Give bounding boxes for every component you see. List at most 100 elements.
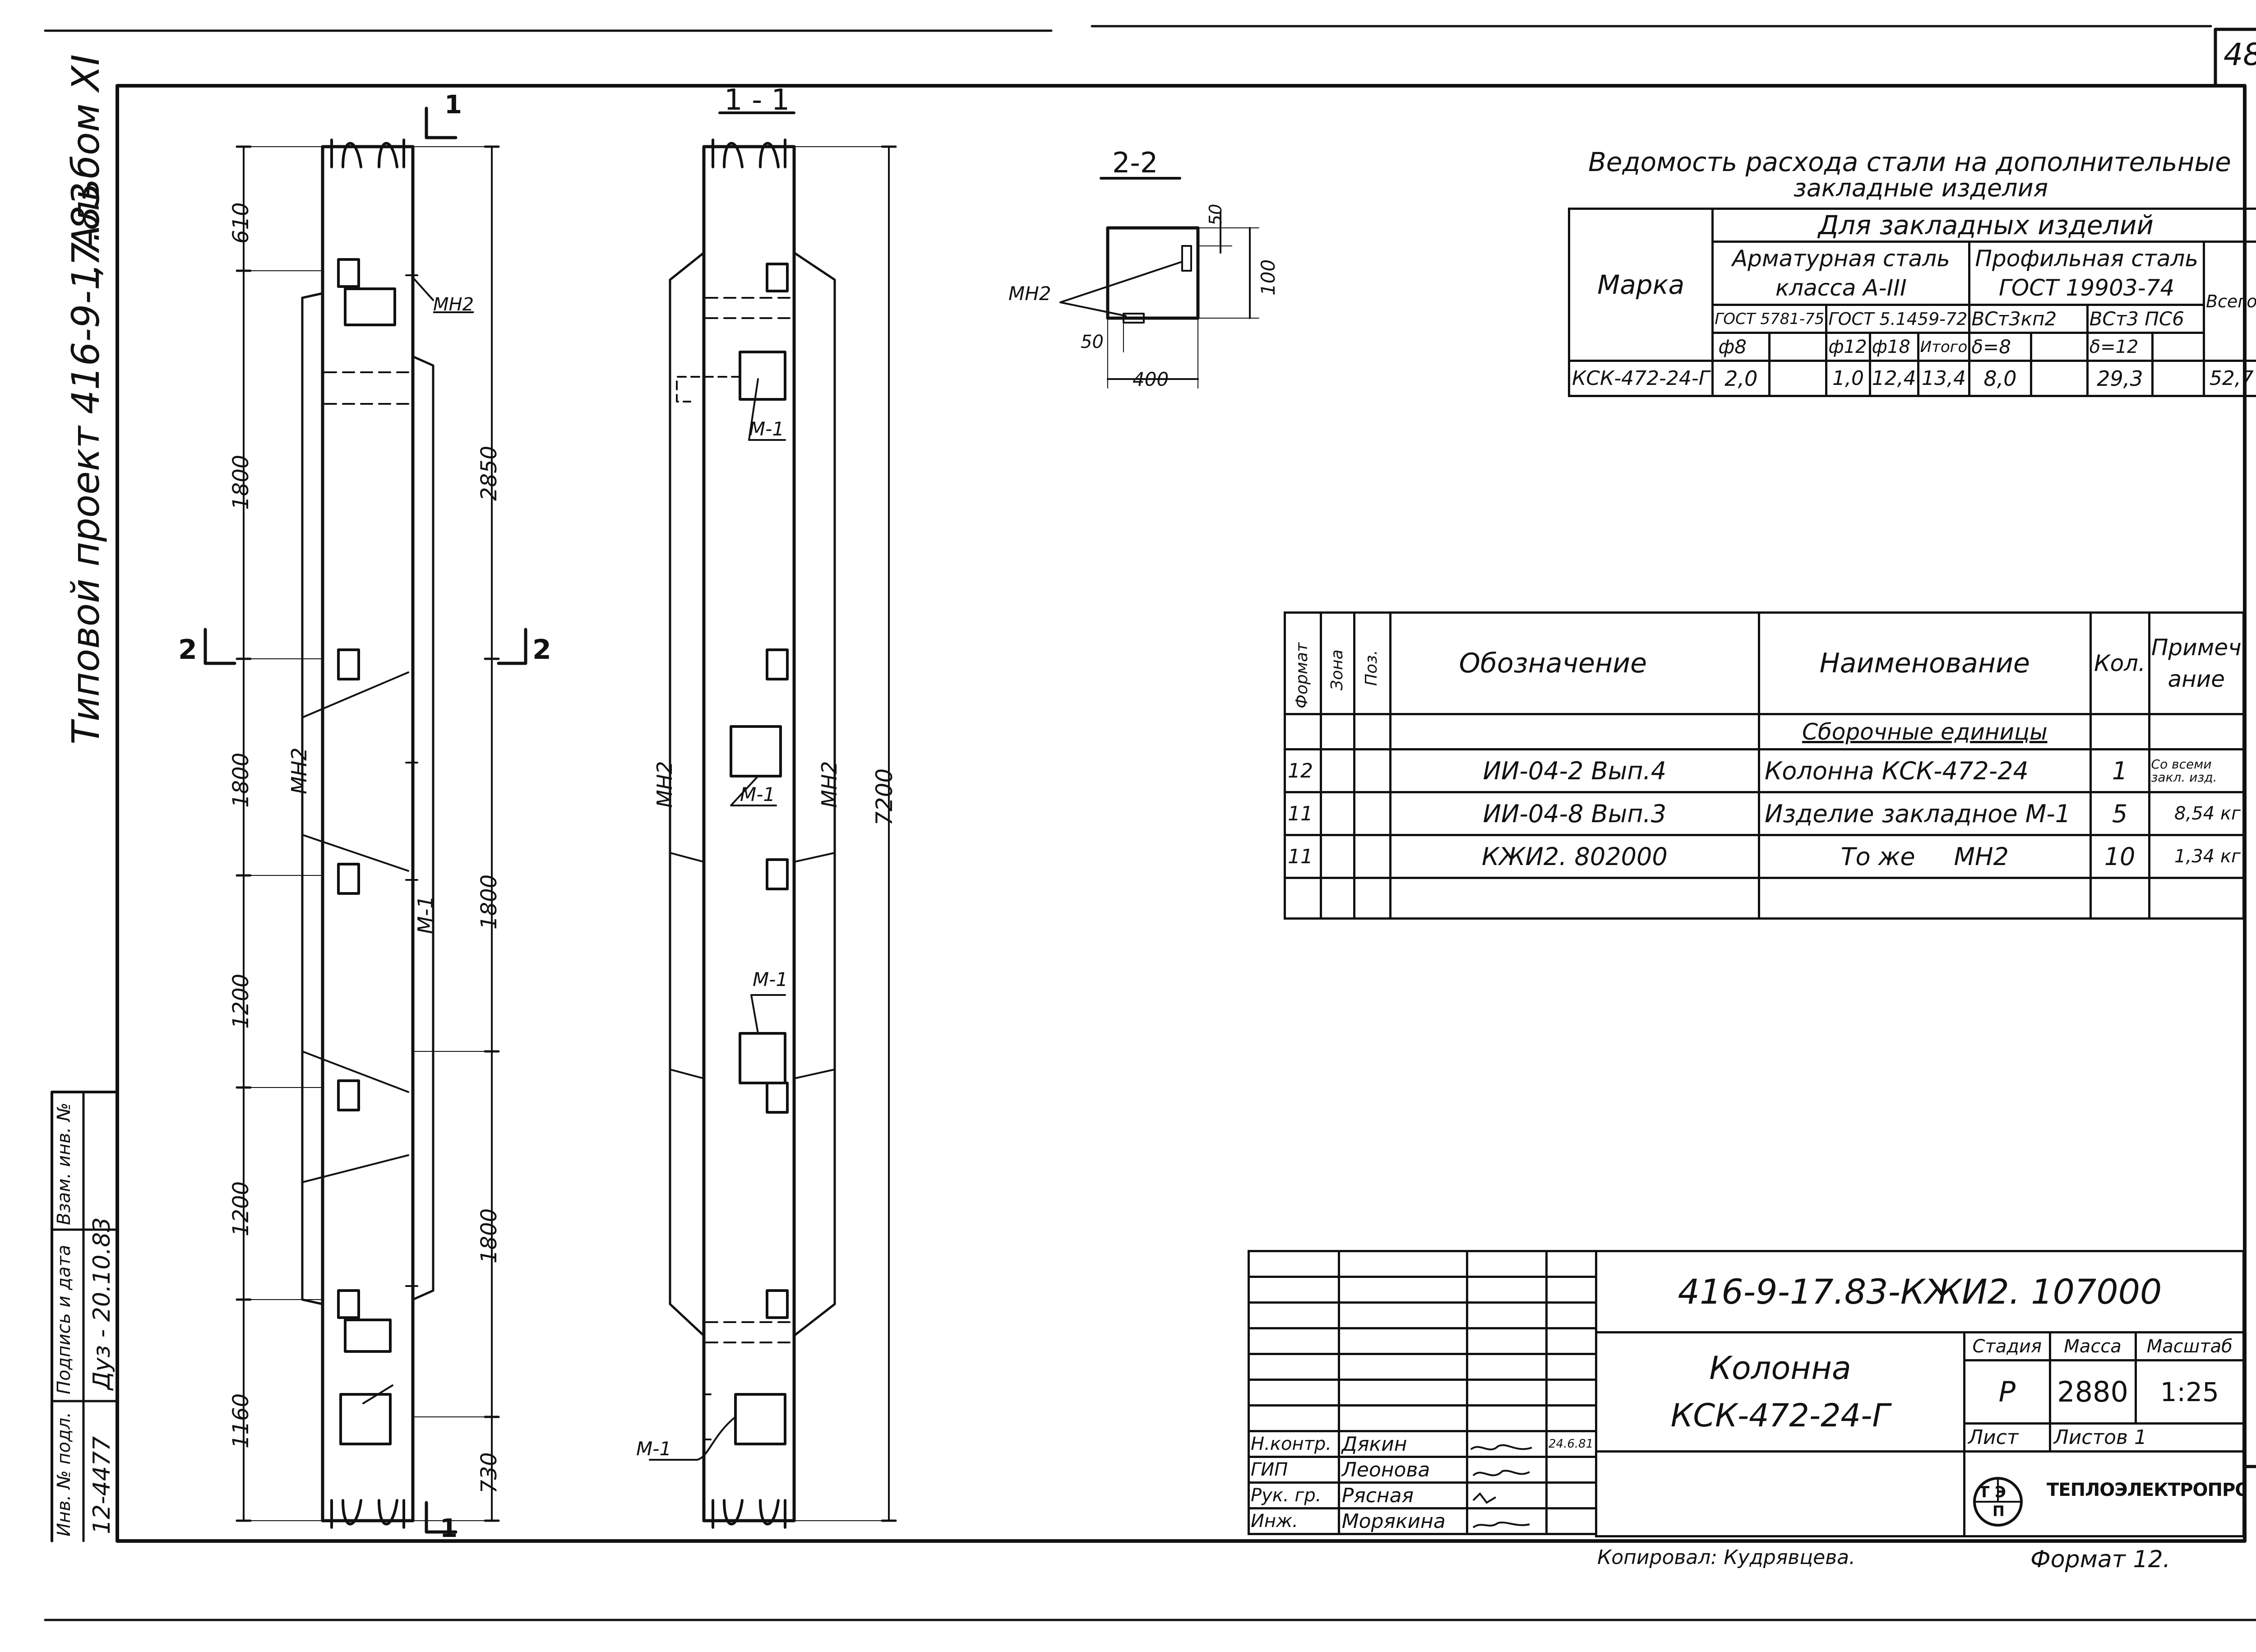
org-logo-icon-p: П: [1992, 1503, 2005, 1520]
dim-overall-7200: 7200: [871, 768, 897, 826]
stamp-label-inv: Инв. № подл.: [54, 1412, 74, 1536]
dim-left-1200-a: 1200: [228, 973, 254, 1029]
sig-role-3: Рук. гр.: [1248, 1481, 1340, 1509]
rebar-group-line2: класса А-III: [1775, 274, 1907, 301]
spec-header-zone-text: Зона: [1327, 649, 1346, 690]
front-label-mn2-side: МН2: [287, 747, 311, 794]
dim-left-1160: 1160: [228, 1393, 254, 1448]
stage-value: Р: [1963, 1359, 2051, 1425]
steel-consumption-table: Марка Для закладных изделий Арматурная с…: [1567, 208, 2256, 397]
dim-left-610: 610: [228, 202, 254, 244]
sig-name-3: Рясная: [1337, 1481, 1468, 1509]
dim-right-1800-a: 1800: [476, 874, 502, 930]
std-gost-5-1459: ГОСТ 5.1459-72: [1825, 304, 1971, 334]
org-name: ТЕПЛОЭЛЕКТРОПРОЕКТ: [2046, 1480, 2242, 1500]
size-1: ф8: [1711, 332, 1771, 362]
spec-row2-pos: [1353, 791, 1392, 836]
spec-header-pos: Поз.: [1353, 611, 1392, 715]
col-marka: Марка: [1567, 208, 1714, 362]
row-val-6: 8,0: [1968, 360, 2032, 397]
rebar-group: Арматурная сталь класса А-III: [1711, 241, 1971, 306]
spec-section-title: Сборочные единицы: [1757, 713, 2092, 750]
org-cell: ТЕПЛОЭЛЕКТРОПРОЕКТ: [1963, 1450, 2245, 1537]
section-2-2-dim-100: 100: [1257, 259, 1279, 296]
profile-group-line1: Профильная сталь: [1975, 245, 2198, 272]
stamp-label-replace: Взам. инв. №: [54, 1102, 74, 1225]
steel-table-title-1: Ведомость расхода стали на дополнительны…: [1588, 147, 2231, 177]
row-val-9: [2151, 360, 2205, 397]
section-2-2-mn2: МН2: [1008, 282, 1051, 305]
sig-date-4: [1545, 1507, 1597, 1535]
row-val-8: 29,3: [2086, 360, 2154, 397]
cut-mark-2-left: 2: [178, 634, 197, 666]
dim-left-1200-b: 1200: [228, 1181, 254, 1236]
sig-sign-3: [1465, 1481, 1548, 1509]
sig-date-2: [1545, 1456, 1597, 1484]
row-val-2: [1768, 360, 1828, 397]
size-5: Итого: [1917, 332, 1971, 362]
spec-row3-zone: [1319, 834, 1356, 879]
spec-header-note: Примечание: [2148, 611, 2245, 715]
header-group: Для закладных изделий: [1711, 208, 2256, 243]
sig-sign-1: [1465, 1430, 1548, 1458]
std-vst3kp2: ВСт3кп2: [1968, 304, 2089, 334]
spec-row2-name: Изделие закладное М-1: [1757, 791, 2092, 836]
size-2: [1768, 332, 1828, 362]
size-3: ф12: [1825, 332, 1871, 362]
section-1-1-m1-c: М-1: [753, 968, 788, 990]
size-8: δ=12: [2086, 332, 2154, 362]
section-2-2-dim-50-a: 50: [1206, 204, 1225, 226]
object-line1: Колонна: [1709, 1349, 1851, 1387]
row-val-4: 12,4: [1868, 360, 1919, 397]
spec-header-zone: Зона: [1319, 611, 1356, 715]
cut-mark-1-bottom: 1: [440, 1514, 458, 1543]
spec-row1-zone: [1319, 748, 1356, 793]
spec-row1-pos: [1353, 748, 1392, 793]
col-total: Всего: [2202, 241, 2256, 362]
spec-header-qty: Кол.: [2089, 611, 2150, 715]
stage-label: Стадия: [1963, 1331, 2051, 1361]
album-label: , Альбом XI: [64, 54, 108, 275]
row-val-10: 52,7: [2202, 360, 2256, 397]
spec-row3-name: То же МН2: [1757, 834, 2092, 879]
drawing-code: 416-9-17.83-КЖИ2. 107000: [1595, 1250, 2245, 1333]
spec-row3-qty: 10: [2089, 834, 2150, 879]
row-val-7: [2029, 360, 2089, 397]
title-block-signature-grid: Н.контр. Дякин 24.6.81 ГИП Леонова Рук. …: [1248, 1250, 1597, 1535]
row-val-1: 2,0: [1711, 360, 1771, 397]
sig-name-2: Леонова: [1337, 1456, 1468, 1484]
spec-row2-qty: 5: [2089, 791, 2150, 836]
mass-value: 2880: [2048, 1359, 2137, 1425]
spec-row2-zone: [1319, 791, 1356, 836]
spec-row1-note: Со всеми закл. изд.: [2148, 748, 2245, 793]
std-vst3ps6: ВСт3 ПС6: [2086, 304, 2205, 334]
sheet-label: Лист: [1963, 1422, 2051, 1453]
cut-mark-2-right: 2: [532, 634, 551, 666]
org-logo-icon: Т Э: [1979, 1483, 2006, 1501]
footer-copied: Копировал: Кудрявцева.: [1597, 1546, 1856, 1569]
spec-row2-designation: ИИ-04-8 Вып.3: [1389, 791, 1760, 836]
stamp-label-sign: Подпись и дата: [54, 1245, 74, 1394]
spec-header-designation: Обозначение: [1389, 611, 1760, 715]
row-marka: КСК-472-24-Г: [1567, 360, 1714, 397]
dim-right-1800-b: 1800: [476, 1208, 502, 1263]
sig-role-4: Инж.: [1248, 1507, 1340, 1535]
sig-role-2: ГИП: [1248, 1456, 1340, 1484]
sig-date-3: [1545, 1481, 1597, 1509]
empty-cell: [1595, 1450, 1965, 1537]
spec-row3-note: 1,34 кг: [2148, 834, 2245, 879]
stamp-value-sign: Дуз - 20.10.83: [88, 1217, 116, 1390]
sig-role-1: Н.контр.: [1248, 1430, 1340, 1458]
size-7: [2029, 332, 2089, 362]
front-label-mn2-top: МН2: [433, 294, 474, 315]
steel-table-title-2: закладные изделия: [1794, 174, 2048, 202]
size-4: ф18: [1868, 332, 1919, 362]
spec-row1-format: 12: [1284, 748, 1322, 793]
spec-header-format-text: Формат: [1293, 642, 1311, 708]
section-1-1-title: 1 - 1: [724, 83, 790, 117]
section-2-2-dim-400: 400: [1133, 368, 1169, 390]
sig-name-4: Морякина: [1337, 1507, 1468, 1535]
dim-left-1800-b: 1800: [228, 752, 254, 808]
section-1-1-m1-b: М-1: [740, 783, 776, 805]
cut-mark-1-top: 1: [444, 90, 462, 120]
